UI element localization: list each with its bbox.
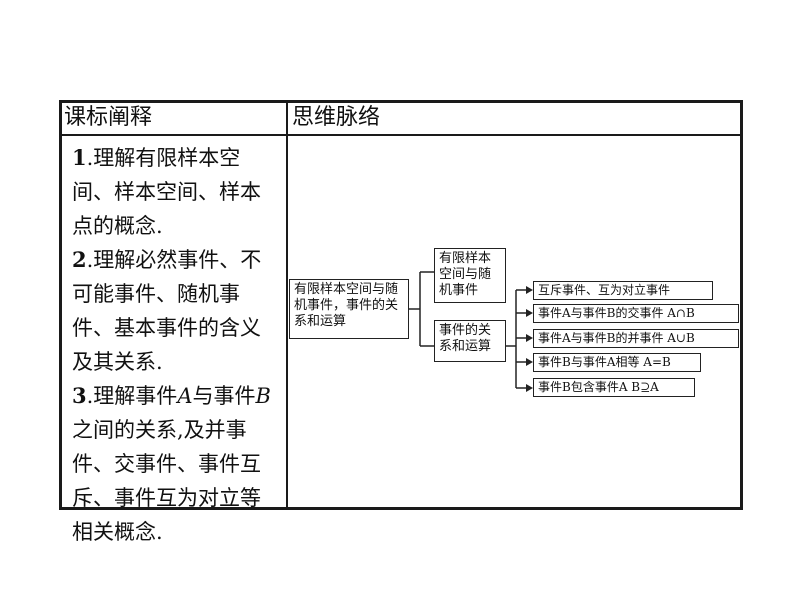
header-right-title: 思维脉络	[292, 105, 381, 130]
table-frame	[59, 100, 743, 510]
objective-1: 1.理解有限样本空间、样本空间、样本点的概念.	[72, 145, 261, 238]
leaf-mutually-exclusive: 互斥事件、互为对立事件	[533, 281, 713, 300]
header-left-title: 课标阐释	[64, 105, 153, 130]
objectives-list: 1.理解有限样本空间、样本空间、样本点的概念. 2.理解必然事件、不可能事件、随…	[72, 141, 280, 549]
leaf-inclusion: 事件B包含事件A B⊇A	[533, 378, 695, 397]
mindmap-branch-sample-space: 有限样本空间与随机事件	[434, 248, 506, 303]
leaf-intersection: 事件A与事件B的交事件 A∩B	[533, 304, 739, 323]
objective-2: 2.理解必然事件、不可能事件、随机事件、基本事件的含义及其关系.	[72, 247, 262, 374]
mindmap-root-node: 有限样本空间与随机事件，事件的关系和运算	[289, 279, 409, 339]
column-divider	[286, 100, 288, 510]
header-divider	[59, 134, 743, 136]
objective-3: 3.理解事件A与事件B之间的关系,及并事件、交事件、事件互斥、事件互为对立等相关…	[72, 383, 271, 544]
leaf-equality: 事件B与事件A相等 A=B	[533, 353, 701, 372]
mindmap-branch-event-relations: 事件的关系和运算	[434, 320, 506, 362]
leaf-union: 事件A与事件B的并事件 A∪B	[533, 329, 739, 348]
